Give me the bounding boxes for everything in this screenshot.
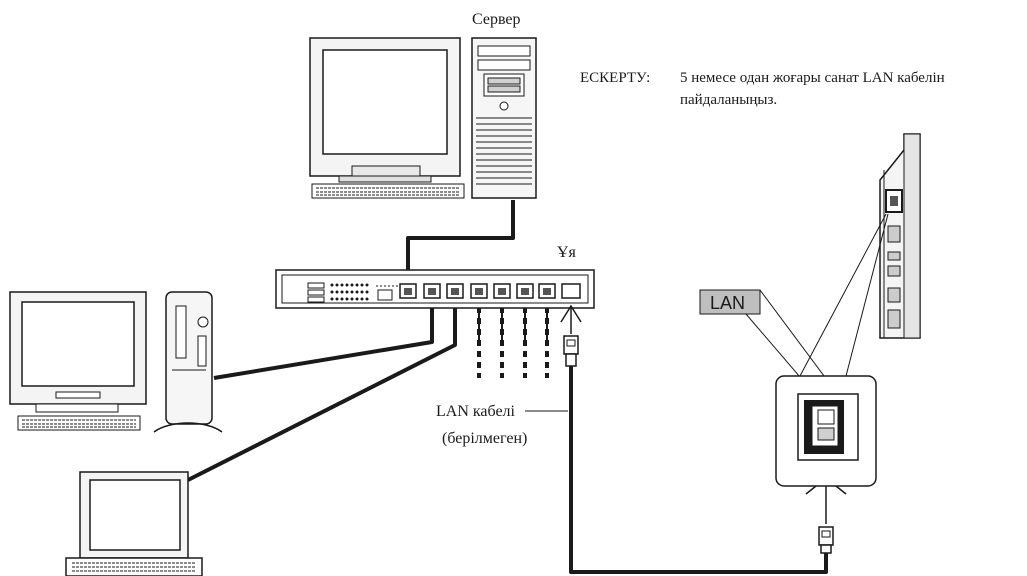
lan-port-label: LAN bbox=[710, 293, 745, 313]
note-label: ЕСКЕРТУ: bbox=[580, 70, 650, 86]
rj45-plug-display bbox=[805, 477, 847, 554]
server-tower bbox=[471, 37, 537, 199]
note-line-2: пайдаланыңыз. bbox=[680, 92, 777, 108]
lan-cable-to-display bbox=[569, 366, 828, 574]
lan-cable-label: LAN кабелі bbox=[436, 403, 516, 420]
server-keyboard bbox=[311, 183, 465, 199]
laptop-to-hub-cable bbox=[187, 296, 457, 482]
hub-label: Ұя bbox=[557, 244, 577, 261]
desktop-computer bbox=[9, 291, 223, 433]
note-line-1: 5 немесе одан жоғары санат LAN кабелін bbox=[680, 70, 945, 86]
desktop-monitor bbox=[9, 291, 147, 413]
cables bbox=[187, 200, 828, 574]
laptop-computer bbox=[65, 471, 203, 576]
desktop-to-hub-cable bbox=[213, 296, 434, 380]
desktop-tower bbox=[153, 291, 223, 433]
rj45-plug-hub bbox=[560, 304, 582, 367]
lan-label-box bbox=[699, 289, 761, 315]
lan-port-callout: LAN bbox=[699, 213, 889, 487]
hub-indicators bbox=[307, 282, 398, 303]
network-hub: Ұя bbox=[275, 244, 595, 309]
hub-port-uplink bbox=[561, 283, 581, 299]
display-side-view bbox=[879, 133, 921, 339]
server-computer: Сервер bbox=[309, 11, 537, 199]
hub-ports bbox=[399, 283, 581, 299]
server-monitor bbox=[309, 37, 461, 183]
desktop-keyboard bbox=[17, 415, 141, 431]
not-supplied-label: (берілмеген) bbox=[442, 430, 527, 447]
server-label: Сервер bbox=[472, 11, 521, 28]
server-to-hub-cable bbox=[406, 200, 515, 292]
note: ЕСКЕРТУ: 5 немесе одан жоғары санат LAN … bbox=[580, 70, 945, 108]
lan-cable-annotation: LAN кабелі (берілмеген) bbox=[436, 403, 568, 447]
